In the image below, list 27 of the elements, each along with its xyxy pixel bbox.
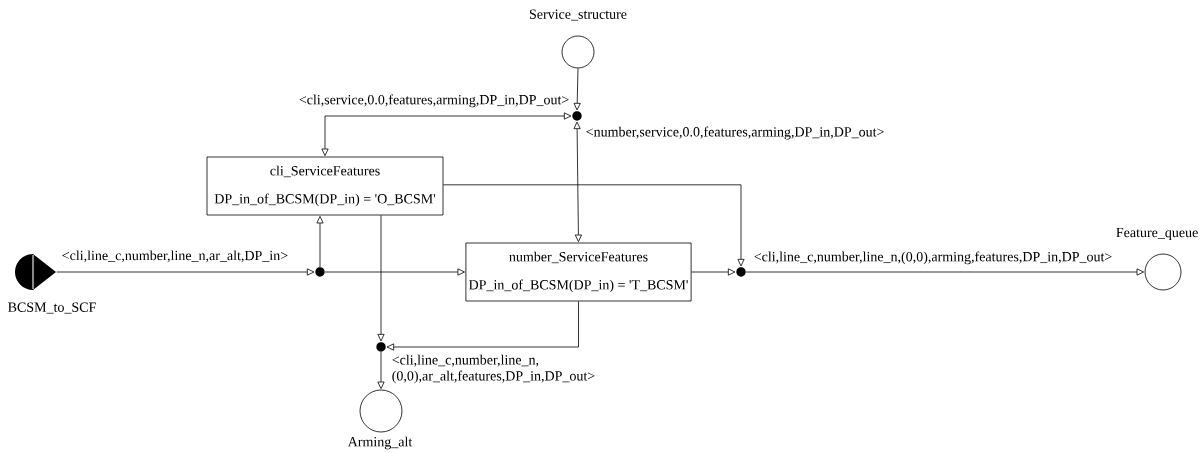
arc-arrow <box>386 301 579 351</box>
place-circle <box>561 35 595 69</box>
place-circle <box>1144 253 1182 291</box>
arc-arrow <box>321 112 572 157</box>
place-circle <box>359 389 403 433</box>
port-symbol <box>15 254 56 290</box>
arc-inscription: <cli,line_c,number,line_n,ar_alt,DP_in> <box>60 249 290 264</box>
place-label: BCSM_to_SCF <box>8 302 96 314</box>
arc-arrow <box>443 184 745 267</box>
arc-arrow <box>573 121 582 243</box>
place-label: Service_structure <box>529 9 627 21</box>
arc-inscription: <cli,service,0.0,features,arming,DP_in,DP_out> <box>297 93 571 109</box>
place-label: Arming_alt <box>347 436 413 450</box>
arc-inscription: <cli,line_c,number,line_n, (0,0),ar_alt,features,DP_in,DP_out> <box>390 353 595 385</box>
place-label: Feature_queue <box>1116 227 1198 241</box>
arc-arrow <box>573 68 581 111</box>
arc-arrow <box>377 351 385 390</box>
arc-arrow <box>377 215 385 342</box>
arc-arrow <box>691 268 736 276</box>
arc-inscription: <cli,line_c,number,line_n,(0,0),arming,features,DP_in,DP_out> <box>752 250 1114 266</box>
arc-arrow <box>324 268 465 276</box>
transition-box: number_ServiceFeatures DP_in_of_BCSM(DP_in) = 'T_BCSM' <box>465 242 692 302</box>
arc-arrow <box>56 268 315 276</box>
arc-arrow <box>745 268 1145 276</box>
arc-arrow <box>316 215 324 268</box>
arc-inscription: <number,service,0.0,features,arming,DP_in,DP_out> <box>584 125 886 141</box>
transition-box: cli_ServiceFeatures DP_in_of_BCSM(DP_in) = 'O_BCSM' <box>206 156 444 216</box>
